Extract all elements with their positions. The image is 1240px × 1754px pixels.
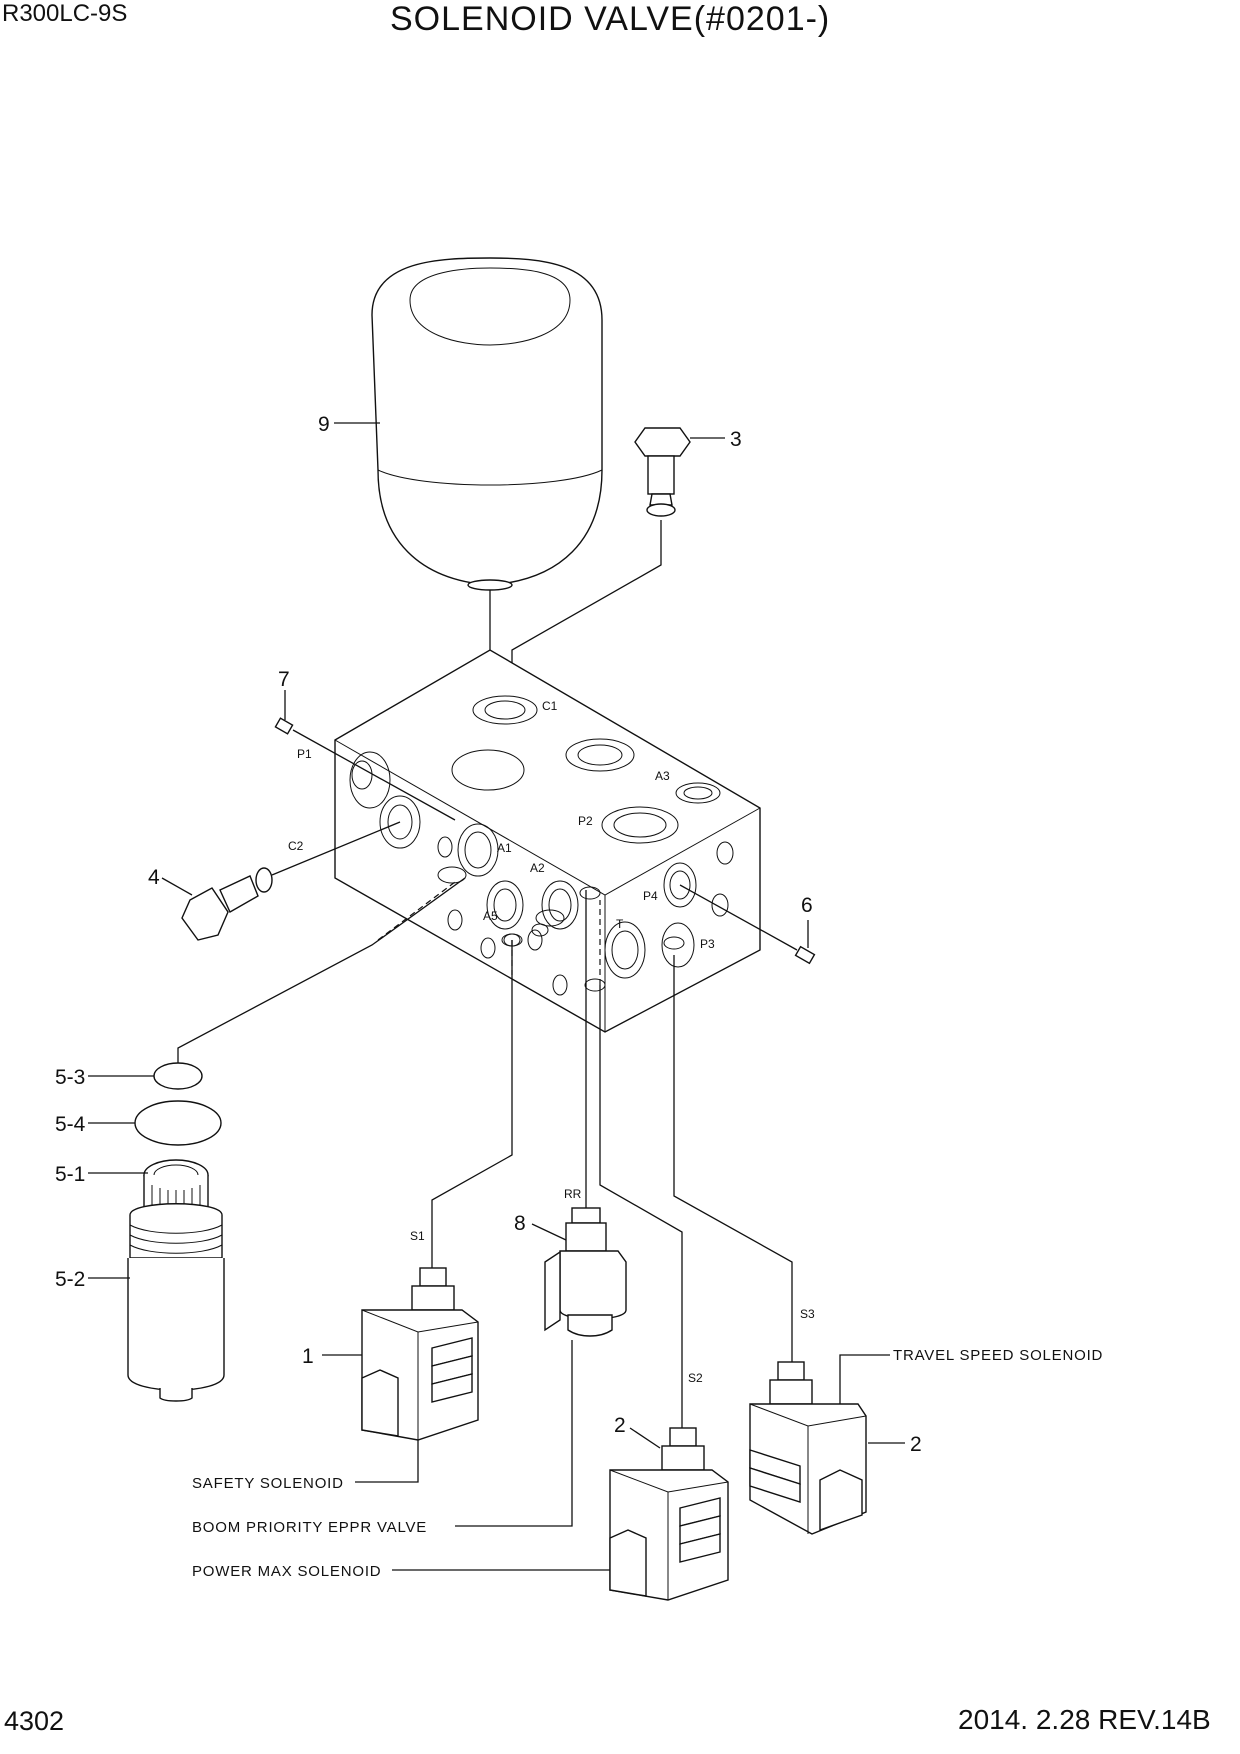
cartridge-part-5-1	[143, 1159, 209, 1212]
port-label-t: T	[616, 917, 624, 931]
leader-safety	[355, 1440, 419, 1483]
plug-part-6	[794, 945, 816, 965]
leader-s2	[599, 985, 683, 1428]
callout-2-power-max: 2	[614, 1414, 626, 1437]
callout-5-3: 5-3	[55, 1066, 85, 1089]
model-number: R300LC-9S	[2, 0, 128, 27]
revision-date: 2014. 2.28 REV.14B	[958, 1704, 1211, 1735]
callout-5-2: 5-2	[55, 1268, 85, 1291]
callout-6: 6	[801, 894, 813, 917]
callout-4: 4	[148, 866, 160, 889]
solenoid-part-1-safety	[361, 1267, 479, 1441]
accumulator-part-9	[371, 257, 603, 591]
port-label-a3: A3	[655, 769, 670, 783]
callout-5-4: 5-4	[55, 1113, 86, 1136]
leader-4-block	[271, 821, 401, 876]
callout-1: 1	[302, 1345, 314, 1368]
leader-8	[531, 1223, 567, 1241]
plug-part-4	[181, 867, 273, 941]
plug-bolt-part-3	[634, 427, 691, 517]
label-power-max-solenoid: POWER MAX SOLENOID	[192, 1563, 381, 1580]
hidden-line-5	[377, 881, 456, 941]
port-label-s3: S3	[800, 1307, 815, 1321]
o-ring-part-5-3	[153, 1062, 203, 1090]
eppr-valve-part-8	[544, 1207, 627, 1337]
port-label-p1: P1	[297, 747, 312, 761]
port-label-s2: S2	[688, 1371, 703, 1385]
leader-4	[161, 877, 193, 896]
leader-5-3-block	[177, 877, 466, 1063]
leader-travel-speed	[839, 1354, 890, 1404]
valve-block	[334, 649, 761, 1033]
callout-9: 9	[318, 413, 330, 436]
leader-6-block	[679, 884, 798, 951]
port-label-p3: P3	[700, 937, 715, 951]
port-label-a5: A5	[483, 909, 498, 923]
plug-part-7	[274, 717, 294, 735]
port-label-a1: A1	[497, 841, 512, 855]
label-boom-priority-eppr-valve: BOOM PRIORITY EPPR VALVE	[192, 1519, 427, 1536]
callout-5-1: 5-1	[55, 1163, 85, 1186]
solenoid-part-2-travel-speed	[749, 1361, 867, 1535]
label-safety-solenoid: SAFETY SOLENOID	[192, 1475, 344, 1492]
leader-2a	[629, 1427, 661, 1449]
port-label-rr: RR	[564, 1187, 582, 1201]
port-label-c1: C1	[542, 699, 558, 713]
callout-3: 3	[730, 428, 742, 451]
label-travel-speed-solenoid: TRAVEL SPEED SOLENOID	[893, 1347, 1103, 1364]
backup-ring-part-5-4	[134, 1100, 222, 1146]
solenoid-part-2-power-max	[609, 1427, 729, 1601]
callout-7: 7	[278, 668, 290, 691]
callout-8: 8	[514, 1212, 526, 1235]
page-title: SOLENOID VALVE(#0201-)	[390, 0, 831, 38]
port-label-s1: S1	[410, 1229, 425, 1243]
port-label-p2: P2	[578, 814, 593, 828]
port-label-c2: C2	[288, 839, 304, 853]
leader-s1	[431, 940, 513, 1268]
callout-2-travel-speed: 2	[910, 1433, 922, 1456]
port-label-p4: P4	[643, 889, 658, 903]
leader-7-block	[292, 729, 456, 821]
page-number: 4302	[4, 1706, 65, 1736]
cartridge-body-part-5-2	[127, 1203, 225, 1402]
leader-s3	[673, 955, 793, 1362]
port-label-a2: A2	[530, 861, 545, 875]
leader-boom-priority	[455, 1340, 573, 1527]
